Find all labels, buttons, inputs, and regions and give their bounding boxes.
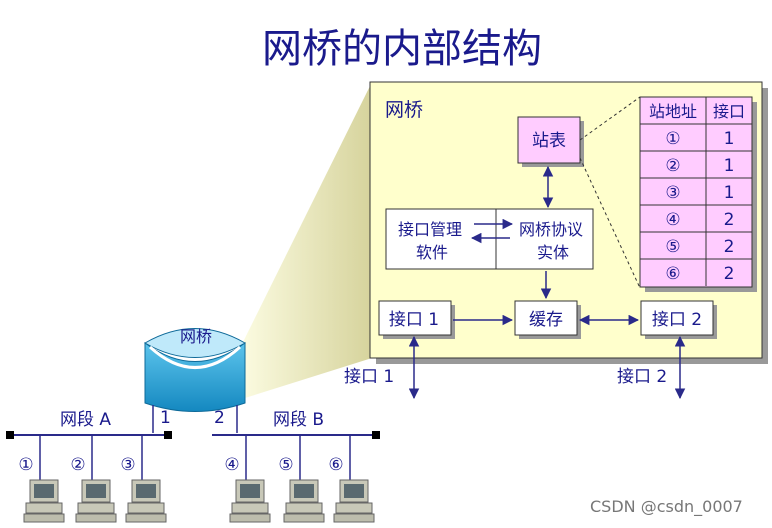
protocol-entity-label: 网桥协议 [519, 220, 583, 239]
buffer-box [514, 300, 578, 336]
keyboard-icon [283, 513, 325, 523]
port1-box [378, 300, 452, 336]
segment-a-terminator-right [164, 431, 172, 439]
computer-base-icon [25, 502, 63, 514]
port1-label: 接口 1 [389, 310, 439, 330]
mgmt-protocol-box [385, 208, 594, 270]
address-table-grid [640, 97, 752, 286]
station-label: ④ [224, 455, 239, 475]
mgmt-software-label-2: 软件 [416, 243, 448, 262]
page-title: 网桥的内部结构 [262, 26, 542, 72]
table-cell-port: 2 [724, 210, 735, 230]
table-cell-port: 1 [724, 129, 735, 149]
bridge-device-top [144, 328, 246, 358]
table-header-address: 站地址 [649, 102, 697, 121]
computer-screen-icon [86, 484, 106, 498]
keyboard-icon [125, 513, 167, 523]
table-cell-address: ④ [665, 210, 680, 230]
computer-base-icon [77, 502, 115, 514]
port2-label: 接口 2 [652, 310, 702, 330]
station-label: ② [70, 455, 85, 475]
computer-screen-icon [344, 484, 364, 498]
keyboard-icon [23, 513, 65, 523]
segment-b-terminator-right [372, 431, 380, 439]
port2-box [640, 300, 714, 336]
keyboard-icon [333, 513, 375, 523]
station-label: ③ [120, 455, 135, 475]
table-header-port: 接口 [713, 102, 745, 121]
address-table-cells: 站地址接口 ① 1 ② 1 ③ 1 ④ 2 ⑤ 2 ⑥ 2 [649, 102, 745, 284]
computer-base-icon [335, 502, 373, 514]
bridge-device-face [148, 345, 242, 369]
bridge-box-label: 网桥 [385, 99, 423, 121]
computer-screen-icon [34, 484, 54, 498]
bridge-device: 网桥 [144, 327, 246, 412]
table-cell-address: ③ [665, 183, 680, 203]
station-table-label: 站表 [532, 131, 566, 151]
external-port1-label: 接口 1 [344, 367, 394, 387]
keyboard-icon [75, 513, 117, 523]
address-table [639, 96, 753, 288]
segment-b-label: 网段 B [273, 410, 324, 430]
computer-screen-icon [136, 484, 156, 498]
segment-a-label: 网段 A [60, 410, 111, 430]
station-label: ⑥ [328, 455, 343, 475]
buffer-label: 缓存 [529, 310, 563, 330]
stations: ① ② ③ ④ ⑤ ⑥ [18, 436, 375, 523]
computer-base-icon [231, 502, 269, 514]
callout-line-top [579, 96, 641, 141]
computer-base-icon [127, 502, 165, 514]
protocol-entity-label-2: 实体 [537, 243, 569, 262]
computer-screen-icon [240, 484, 260, 498]
segment-a-terminator-left [6, 431, 14, 439]
table-cell-port: 1 [724, 183, 735, 203]
computer-screen-icon [294, 484, 314, 498]
station-label: ① [18, 455, 33, 475]
table-cell-port: 1 [724, 156, 735, 176]
zoom-beam [243, 82, 372, 398]
external-port2-label: 接口 2 [617, 367, 667, 387]
bridge-port1-label: 1 [160, 408, 171, 428]
table-cell-address: ⑤ [665, 237, 680, 257]
computer-base-icon [285, 502, 323, 514]
keyboard-icon [229, 513, 271, 523]
watermark: CSDN @csdn_0007 [590, 497, 743, 516]
table-cell-port: 2 [724, 264, 735, 284]
table-cell-port: 2 [724, 237, 735, 257]
station-label: ⑤ [278, 455, 293, 475]
table-cell-address: ② [665, 156, 680, 176]
mgmt-software-label: 接口管理 [398, 220, 462, 239]
bridge-device-label: 网桥 [180, 327, 212, 346]
table-cell-address: ⑥ [665, 264, 680, 284]
bridge-port2-label: 2 [214, 408, 225, 428]
table-cell-address: ① [665, 129, 680, 149]
